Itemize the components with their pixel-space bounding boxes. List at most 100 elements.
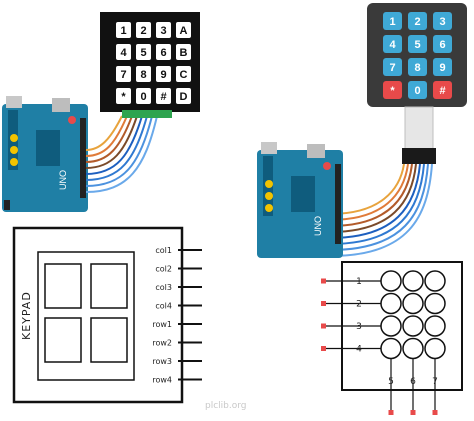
col-number: 7 [432,377,438,387]
right-key-8 [433,58,452,76]
col-terminal [432,410,438,415]
schematic-pin-col1: col1 [155,246,172,255]
right-key-1 [408,12,427,30]
left-membrane-keypad: 1 2 3 A 4 5 6 B 7 8 9 C * 0 # D [100,12,200,118]
right-key-label: 1 [389,16,395,28]
right-key-2 [433,12,452,30]
left-key-label: C [180,69,188,81]
schematic-button [424,337,446,360]
right-key-7 [408,58,427,76]
left-key-label: # [160,91,166,103]
schematic-button [380,315,402,337]
left-key-11 [176,66,191,82]
col-terminal [388,410,394,415]
left-key-0 [116,22,131,38]
col-number: 6 [410,377,416,387]
col-terminal [410,410,416,415]
right-keypad-schematic: 1 2 3 4 5 6 7 [321,261,463,415]
left-key-label: 9 [160,69,166,81]
left-key-label: 3 [160,25,166,37]
left-key-5 [136,44,151,60]
schematic-button [424,292,446,315]
schematic-button [424,315,446,337]
right-key-11 [433,81,452,99]
right-key-9 [383,81,402,99]
right-key-label: 6 [439,39,445,51]
left-key-1 [136,22,151,38]
row-terminal [321,346,326,351]
left-key-3 [176,22,191,38]
left-key-9 [136,66,151,82]
left-key-label: 6 [160,47,166,59]
right-arduino-board: UNO [257,142,343,258]
left-uno-label: UNO [58,170,68,190]
schematic-button [402,315,424,337]
row-terminal [321,278,326,284]
right-key-6 [383,58,402,76]
schematic-pin-col2: col2 [155,265,172,274]
right-key-label: 8 [414,62,420,74]
right-key-5 [433,35,452,53]
left-key-label: 2 [140,25,146,37]
left-key-label: 7 [120,69,126,81]
left-key-label: 5 [140,47,146,59]
row-terminal [321,301,326,306]
row-number: 2 [356,300,362,310]
left-key-label: B [180,47,188,59]
schematic-pin-row2: row2 [152,339,172,348]
right-key-label: 7 [389,62,395,74]
right-key-label: 0 [414,85,420,97]
col-number: 5 [388,377,394,387]
left-key-label: 0 [140,91,146,103]
left-key-7 [176,44,191,60]
left-key-10 [156,66,171,82]
right-wire-bundle [329,163,433,257]
schematic-pin-col3: col3 [155,283,172,292]
left-key-14 [156,88,171,104]
left-key-12 [116,88,131,104]
right-key-label: # [439,85,445,97]
schematic-button [380,292,402,315]
schematic-pin-row4: row4 [152,376,172,385]
schematic-pin-col4: col4 [155,302,172,311]
left-key-6 [156,44,171,60]
left-key-label: 1 [120,25,126,37]
left-key-label: D [180,91,188,103]
row-terminal [321,323,326,329]
left-key-label: 8 [140,69,146,81]
left-key-4 [116,44,131,60]
right-key-label: 3 [439,16,445,28]
row-number: 1 [356,277,362,287]
right-key-10 [408,81,427,99]
right-key-label: 2 [414,16,420,28]
right-key-4 [408,35,427,53]
schematic-pin-row1: row1 [152,320,172,329]
schematic-button [402,292,424,315]
watermark: plclib.org [205,401,247,411]
left-key-13 [136,88,151,104]
left-key-label: * [121,91,126,103]
schematic-button [380,337,402,360]
schematic-button [424,270,446,292]
row-number: 3 [356,322,362,332]
schematic-button [402,270,424,292]
left-key-2 [156,22,171,38]
left-arduino-board: UNO [2,96,88,212]
right-key-0 [383,12,402,30]
right-membrane-keypad: 1 2 3 4 5 6 7 8 9 * 0 # [367,3,467,164]
schematic-button [380,270,402,292]
left-key-8 [116,66,131,82]
right-key-label: 4 [389,39,396,51]
right-key-label: * [390,85,395,97]
schematic-pin-row3: row3 [152,357,172,366]
right-key-3 [383,35,402,53]
right-uno-label: UNO [313,216,323,236]
left-key-label: 4 [120,47,127,59]
row-number: 4 [356,345,362,355]
right-key-label: 5 [414,39,420,51]
left-wire-bundle [85,115,158,193]
left-key-label: A [180,25,188,37]
right-key-label: 9 [439,62,445,74]
